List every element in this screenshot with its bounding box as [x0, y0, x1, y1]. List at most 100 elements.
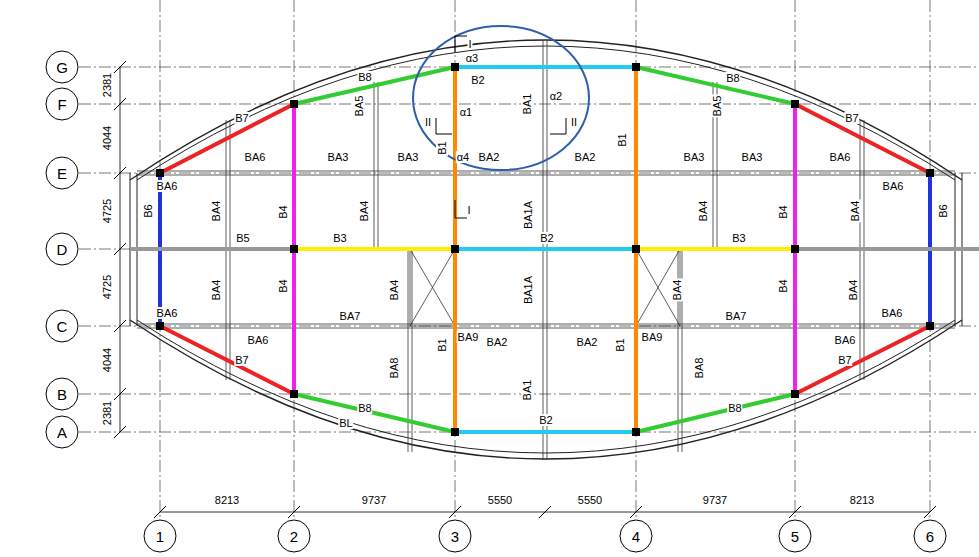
beam-label: II [570, 116, 578, 128]
grid-line [79, 249, 979, 250]
beam-label: B3 [731, 232, 746, 244]
grid-label: A [45, 424, 79, 441]
beam-label: BA2 [574, 151, 597, 163]
beam-label: α2 [549, 90, 563, 102]
main-beam [455, 65, 636, 69]
column [926, 322, 934, 330]
section-mark [455, 218, 467, 219]
beam-label: α3 [465, 52, 479, 64]
beam-label: II [424, 116, 432, 128]
column [451, 63, 459, 71]
beam-label: B1 [436, 337, 448, 352]
beam-label: BA4 [358, 200, 370, 223]
column [451, 245, 459, 253]
grid-label: D [45, 241, 79, 258]
beam-label: B8 [357, 71, 372, 83]
grid-label: F [45, 96, 79, 113]
grid-label: 1 [143, 528, 177, 545]
section-mark [436, 134, 452, 135]
main-beam [455, 430, 636, 434]
dimension: 5550 [577, 494, 603, 506]
beam-label: BA6 [881, 307, 904, 319]
bubble-circle [46, 233, 78, 265]
dimension-tick [154, 506, 166, 518]
beam-label: BA6 [882, 180, 905, 192]
main-beam [160, 104, 294, 173]
grid-line [636, 0, 637, 519]
grid-label: 6 [913, 528, 947, 545]
column [290, 100, 298, 108]
dimension: 8213 [849, 494, 875, 506]
beam-label: BA6 [247, 334, 270, 346]
opening-cross [410, 249, 455, 326]
beam-label: BA1A [522, 200, 534, 230]
main-beam [795, 104, 930, 173]
dimension: 2381 [101, 72, 113, 98]
grid-line [930, 0, 931, 519]
main-beam [795, 247, 979, 251]
beam-label: BA7 [339, 310, 362, 322]
slab-outline [137, 320, 955, 453]
section-mark [455, 36, 467, 37]
main-beam [294, 67, 455, 104]
beam-label: BA9 [457, 331, 480, 343]
bubble-circle [46, 88, 78, 120]
beam-label: B7 [234, 354, 249, 366]
beam-label: I [467, 38, 472, 50]
grid-bubble: 1 [143, 519, 177, 553]
column [290, 245, 298, 253]
beam-label: B4 [277, 204, 289, 219]
beam-label: B2 [539, 232, 554, 244]
beam-label: B8 [727, 402, 742, 414]
grid-bubble: 4 [619, 519, 653, 553]
section-mark [436, 118, 437, 134]
beam-label: BA5 [353, 95, 365, 118]
grid-bubble: D [45, 232, 79, 266]
beam-label: BA4 [388, 279, 400, 302]
beam-label: α4 [456, 151, 470, 163]
grid-label: 2 [277, 528, 311, 545]
dimension-tick [924, 506, 936, 518]
beam-label: BA8 [693, 357, 705, 380]
dimension-tick [630, 506, 642, 518]
dimension: 2381 [101, 400, 113, 426]
beam-label: B7 [837, 354, 852, 366]
beam-label: B6 [142, 203, 154, 218]
beam-label: BA2 [576, 336, 599, 348]
bubble-circle [46, 51, 78, 83]
grid-label: C [45, 318, 79, 335]
beam-label: BA8 [388, 357, 400, 380]
grid-bubble: 5 [778, 519, 812, 553]
section-mark [455, 36, 456, 52]
bubble-circle [439, 520, 471, 552]
dimension: 4044 [101, 125, 113, 151]
column [791, 100, 799, 108]
dimension: 5550 [487, 494, 513, 506]
column [791, 390, 799, 398]
beam-label: B5 [235, 232, 250, 244]
beam-label: BA3 [327, 151, 350, 163]
dimension: 9737 [702, 494, 728, 506]
main-beam [636, 394, 795, 432]
grid-label: B [45, 386, 79, 403]
grid-label: E [45, 165, 79, 182]
bubble-circle [46, 378, 78, 410]
dimension-tick [114, 320, 126, 332]
column [156, 322, 164, 330]
beam-label: B1 [436, 140, 448, 155]
grid-line [795, 0, 796, 519]
beam-label: B7 [234, 112, 249, 124]
grid-label: G [45, 59, 79, 76]
secondary-beam [137, 328, 955, 329]
beam-label: BA6 [829, 151, 852, 163]
beam-label: B1 [616, 132, 628, 147]
grid-bubble: 3 [438, 519, 472, 553]
grid-bubble: A [45, 415, 79, 449]
slab-outline [130, 320, 962, 459]
main-beam [795, 326, 930, 394]
opening-cross [410, 249, 455, 326]
grid-bubble: C [45, 309, 79, 343]
grid-bubble: 6 [913, 519, 947, 553]
column [791, 245, 799, 253]
